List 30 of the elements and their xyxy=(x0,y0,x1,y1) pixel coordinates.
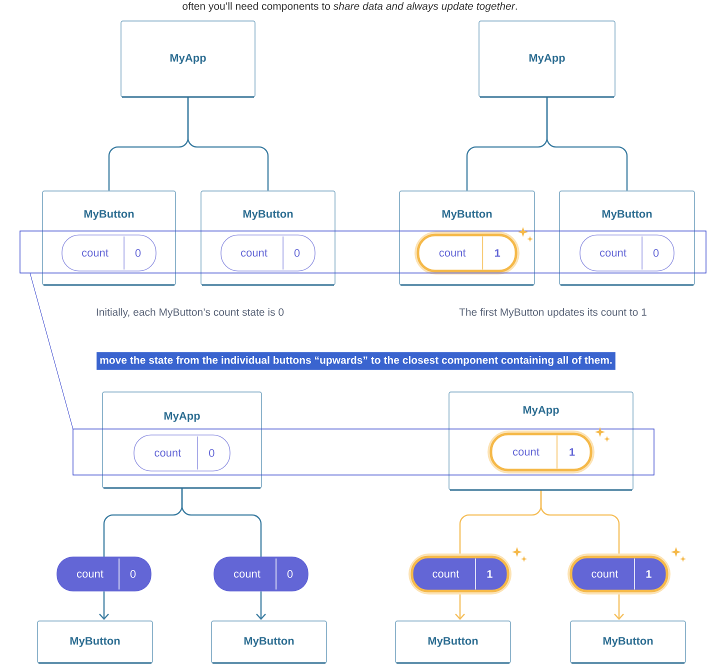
component-box: MyButton xyxy=(395,620,511,664)
component-box: MyButton xyxy=(37,620,153,664)
component-box: MyButton xyxy=(211,620,327,664)
connector xyxy=(99,592,109,620)
state-pill: count 1 xyxy=(568,554,670,594)
state-pill: count 1 xyxy=(408,554,512,594)
connector xyxy=(256,592,266,620)
state-pill: count 1 xyxy=(414,232,520,274)
state-pill: count 0 xyxy=(580,234,674,272)
connector xyxy=(455,592,465,620)
selection-frame xyxy=(72,428,654,476)
highlighted-text: move the state from the individual buttons “upwards” to the closest component containing all of them. xyxy=(96,352,616,370)
caption: Initially, each MyButton’s count state is 0 xyxy=(96,308,284,318)
caption: The first MyButton updates its count to 1 xyxy=(459,308,646,318)
state-pill: count 0 xyxy=(220,234,316,272)
connector xyxy=(30,272,74,430)
state-pill: count 1 xyxy=(488,430,594,474)
component-box: MyApp xyxy=(120,20,256,98)
intro-text: often you’ll need components to share data and always update together. xyxy=(182,2,517,12)
connector xyxy=(614,592,624,620)
state-pill: count 0 xyxy=(214,556,308,592)
component-box: MyApp xyxy=(478,20,616,98)
connector xyxy=(187,97,269,191)
state-pill: count 0 xyxy=(62,234,156,272)
connector xyxy=(546,97,628,191)
connector xyxy=(181,488,262,557)
selection-frame xyxy=(20,230,706,274)
state-pill: count 0 xyxy=(134,434,230,472)
state-pill: count 0 xyxy=(56,556,152,592)
component-box: MyButton xyxy=(570,620,686,664)
